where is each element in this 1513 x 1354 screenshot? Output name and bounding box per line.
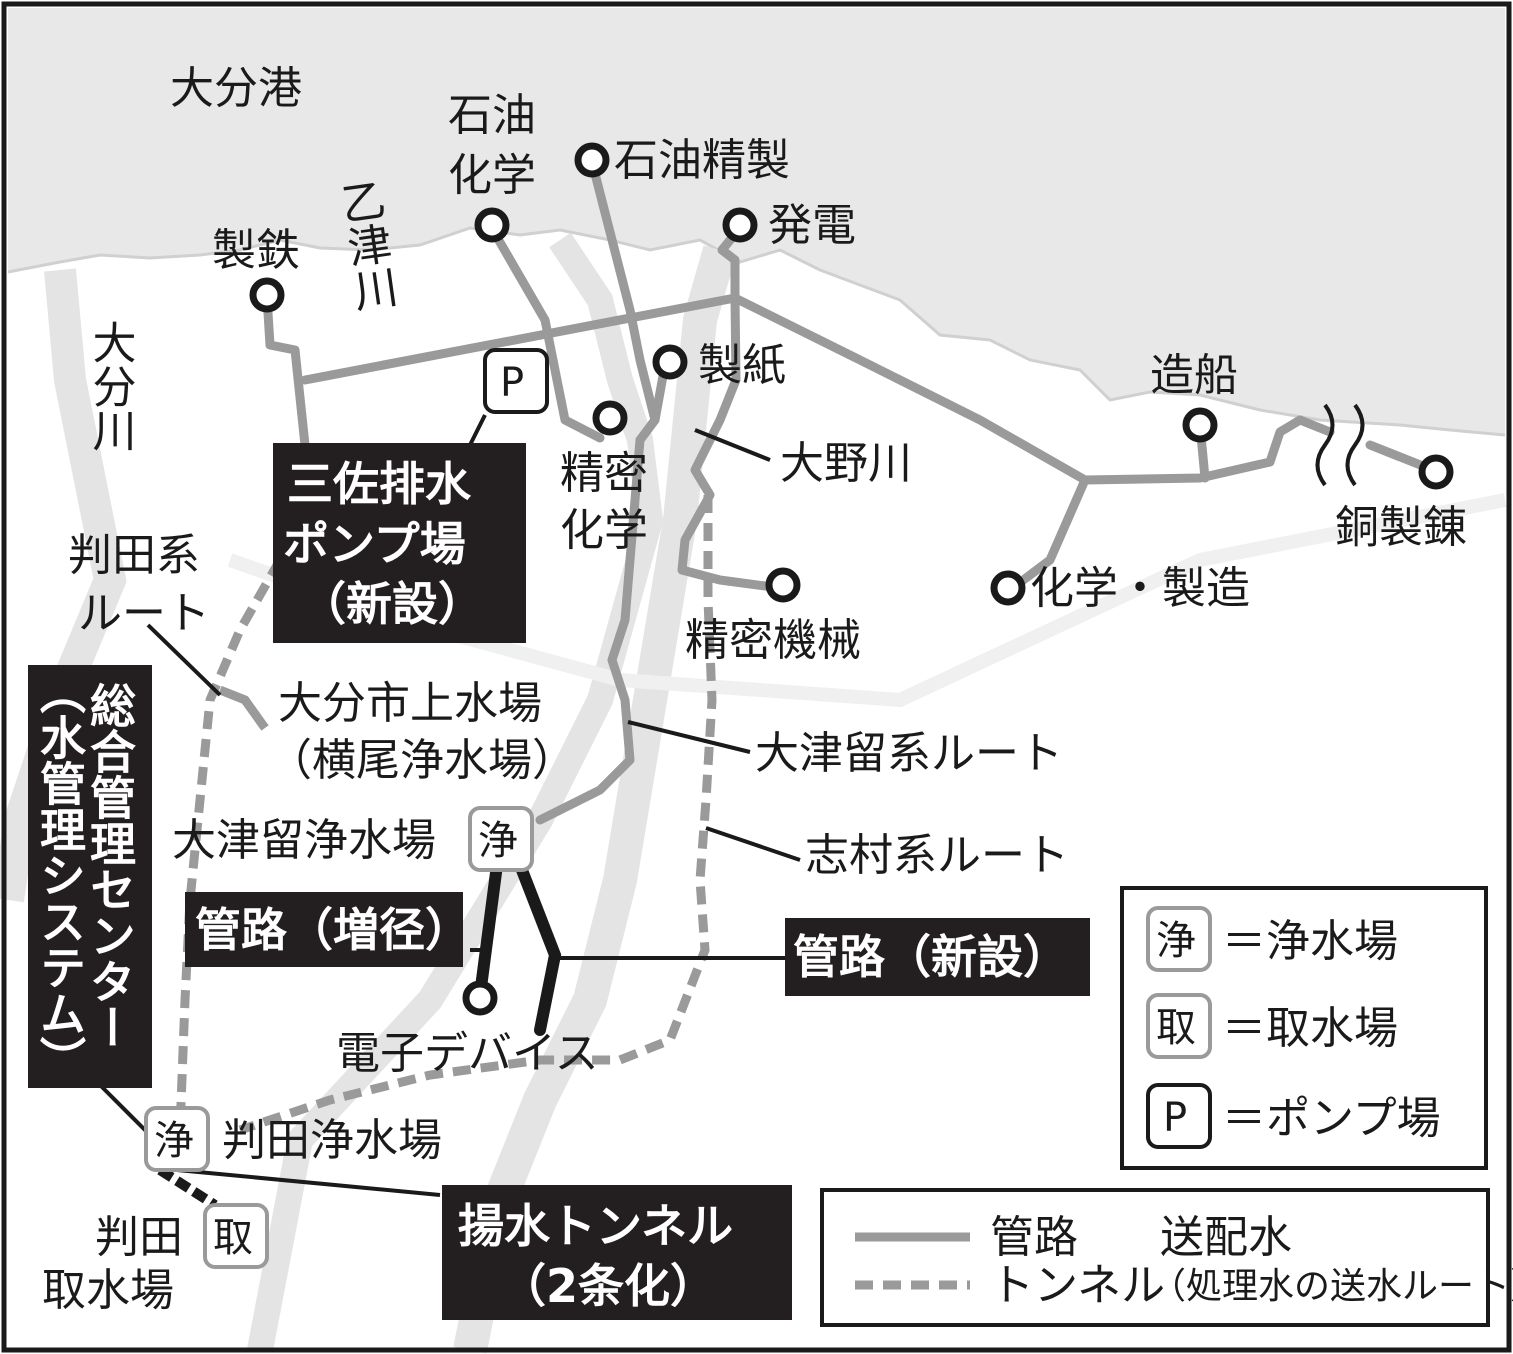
kagaku-seizo-label: 化学・製造 (1030, 563, 1250, 614)
svg-text:管路（増径）: 管路（増径） (195, 903, 471, 957)
legend-lines: 管路 送配水 トンネル （処理水の送水ルート） (820, 1188, 1513, 1327)
dou-seiren-label: 銅製錬 (1335, 502, 1467, 553)
handa-route-leader (218, 685, 269, 731)
harbor-label: 大分港 (170, 63, 302, 114)
svg-text:三佐排水: 三佐排水 (287, 457, 472, 511)
sekiyu-kagaku-marker (474, 207, 510, 243)
seishi-label: 製紙 (698, 340, 786, 391)
svg-text:浄: 浄 (1156, 918, 1196, 964)
legend-pipe-desc: 送配水 (1160, 1212, 1292, 1263)
control-center-label-1: 総合管理センター (83, 682, 137, 1050)
ozuru-jou-badge: 浄 (468, 806, 534, 872)
handa-route-label-1: 判田系 (68, 530, 200, 581)
hatsuden-label: 発電 (768, 200, 856, 251)
legend-tunnel-text: トンネル (990, 1260, 1165, 1311)
pump-badge: P (483, 348, 549, 414)
legend-pipe-text: 管路 (990, 1212, 1078, 1263)
svg-text:管路（新設）: 管路（新設） (793, 930, 1069, 984)
handa-shu-badge: 取 (203, 1203, 269, 1269)
handa-shusui-label-2: 取水場 (42, 1265, 174, 1316)
zosen-marker (1182, 407, 1218, 443)
seimitsu-kagaku-label-2: 化学 (560, 505, 648, 556)
handa-shusui-label-1: 判田 (95, 1212, 183, 1263)
leader-lines (98, 414, 801, 1197)
pump-station-callout: 三佐排水 ポンプ場 （新設） (273, 443, 526, 643)
seimitsu-kagaku-label-1: 精密 (560, 448, 648, 499)
tunnel-routes (175, 495, 717, 1135)
tunnel-double (157, 1165, 218, 1210)
gap-marks (1315, 403, 1365, 487)
seimitsu-kikai-marker (765, 567, 801, 603)
handa-jou-badge: 浄 (144, 1106, 210, 1172)
ozuru-route-label: 大津留系ルート (755, 728, 1063, 779)
svg-text:（2条化）: （2条化） (500, 1259, 716, 1313)
svg-text:浄: 浄 (478, 818, 518, 864)
sekiyu-kagaku-label-2: 化学 (448, 150, 536, 201)
pipe-enlarge-callout: 管路（増径） (185, 892, 471, 967)
kagaku-seizo-marker (990, 570, 1026, 606)
seitetsu-marker (249, 277, 285, 313)
shimura-route-label: 志村系ルート (805, 830, 1069, 881)
svg-text:揚水トンネル: 揚水トンネル (458, 1199, 733, 1253)
hatsuden-marker (722, 207, 758, 243)
tunnel-callout: 揚水トンネル （2条化） (442, 1185, 792, 1320)
onogawa-river (453, 245, 737, 1354)
handa-route-label-2: ルート (78, 588, 210, 639)
legend-pump-text: ＝ポンプ場 (1222, 1093, 1441, 1144)
legend-shu-text: ＝取水場 (1222, 1003, 1398, 1054)
sekiyu-kagaku-label-1: 石油 (448, 90, 536, 141)
svg-text:ポンプ場: ポンプ場 (283, 517, 466, 571)
denshi-device-label: 電子デバイス (336, 1028, 599, 1079)
ozuru-josui-label: 大津留浄水場 (172, 815, 436, 866)
seimitsu-kikai-label: 精密機械 (685, 615, 861, 666)
svg-text:P: P (1163, 1095, 1187, 1141)
control-center-label-2: （水管理システム） (33, 668, 87, 1082)
oitagawa-label: 大分川 (85, 320, 136, 452)
new-pipelines (474, 859, 562, 1036)
seimitsu-kagaku-marker (592, 400, 628, 436)
handa-josui-label: 判田浄水場 (222, 1115, 442, 1166)
facility-markers (249, 142, 1454, 1016)
svg-text:P: P (500, 360, 524, 406)
sekiyu-seisei-marker (574, 142, 610, 178)
denshi-device-marker (462, 980, 498, 1016)
dou-seiren-marker (1418, 454, 1454, 490)
sekiyu-seisei-label: 石油精製 (614, 135, 790, 186)
oita-jousui-label: 大分市上水場 (278, 678, 542, 729)
svg-text:（新設）: （新設） (300, 577, 484, 631)
legend-tunnel-desc: （処理水の送水ルート） (1150, 1266, 1513, 1307)
onogawa-label: 大野川 (780, 438, 912, 489)
oitagawa-river (0, 268, 127, 903)
zosen-label: 造船 (1150, 350, 1238, 401)
seitetsu-label: 製鉄 (212, 225, 300, 276)
svg-text:取: 取 (1156, 1005, 1196, 1051)
seishi-marker (652, 344, 688, 380)
svg-text:取: 取 (213, 1215, 253, 1261)
legend-badges: 浄 ＝浄水場 取 ＝取水場 P ＝ポンプ場 (1120, 886, 1488, 1170)
legend-jou-text: ＝浄水場 (1222, 916, 1398, 967)
svg-text:浄: 浄 (154, 1118, 194, 1164)
pipe-new-callout: 管路（新設） (785, 918, 1090, 996)
yokoo-josui-label: （横尾浄水場） (268, 735, 576, 786)
land-edge (7, 226, 1506, 437)
control-center-callout: 総合管理センター （水管理システム） (28, 665, 152, 1088)
